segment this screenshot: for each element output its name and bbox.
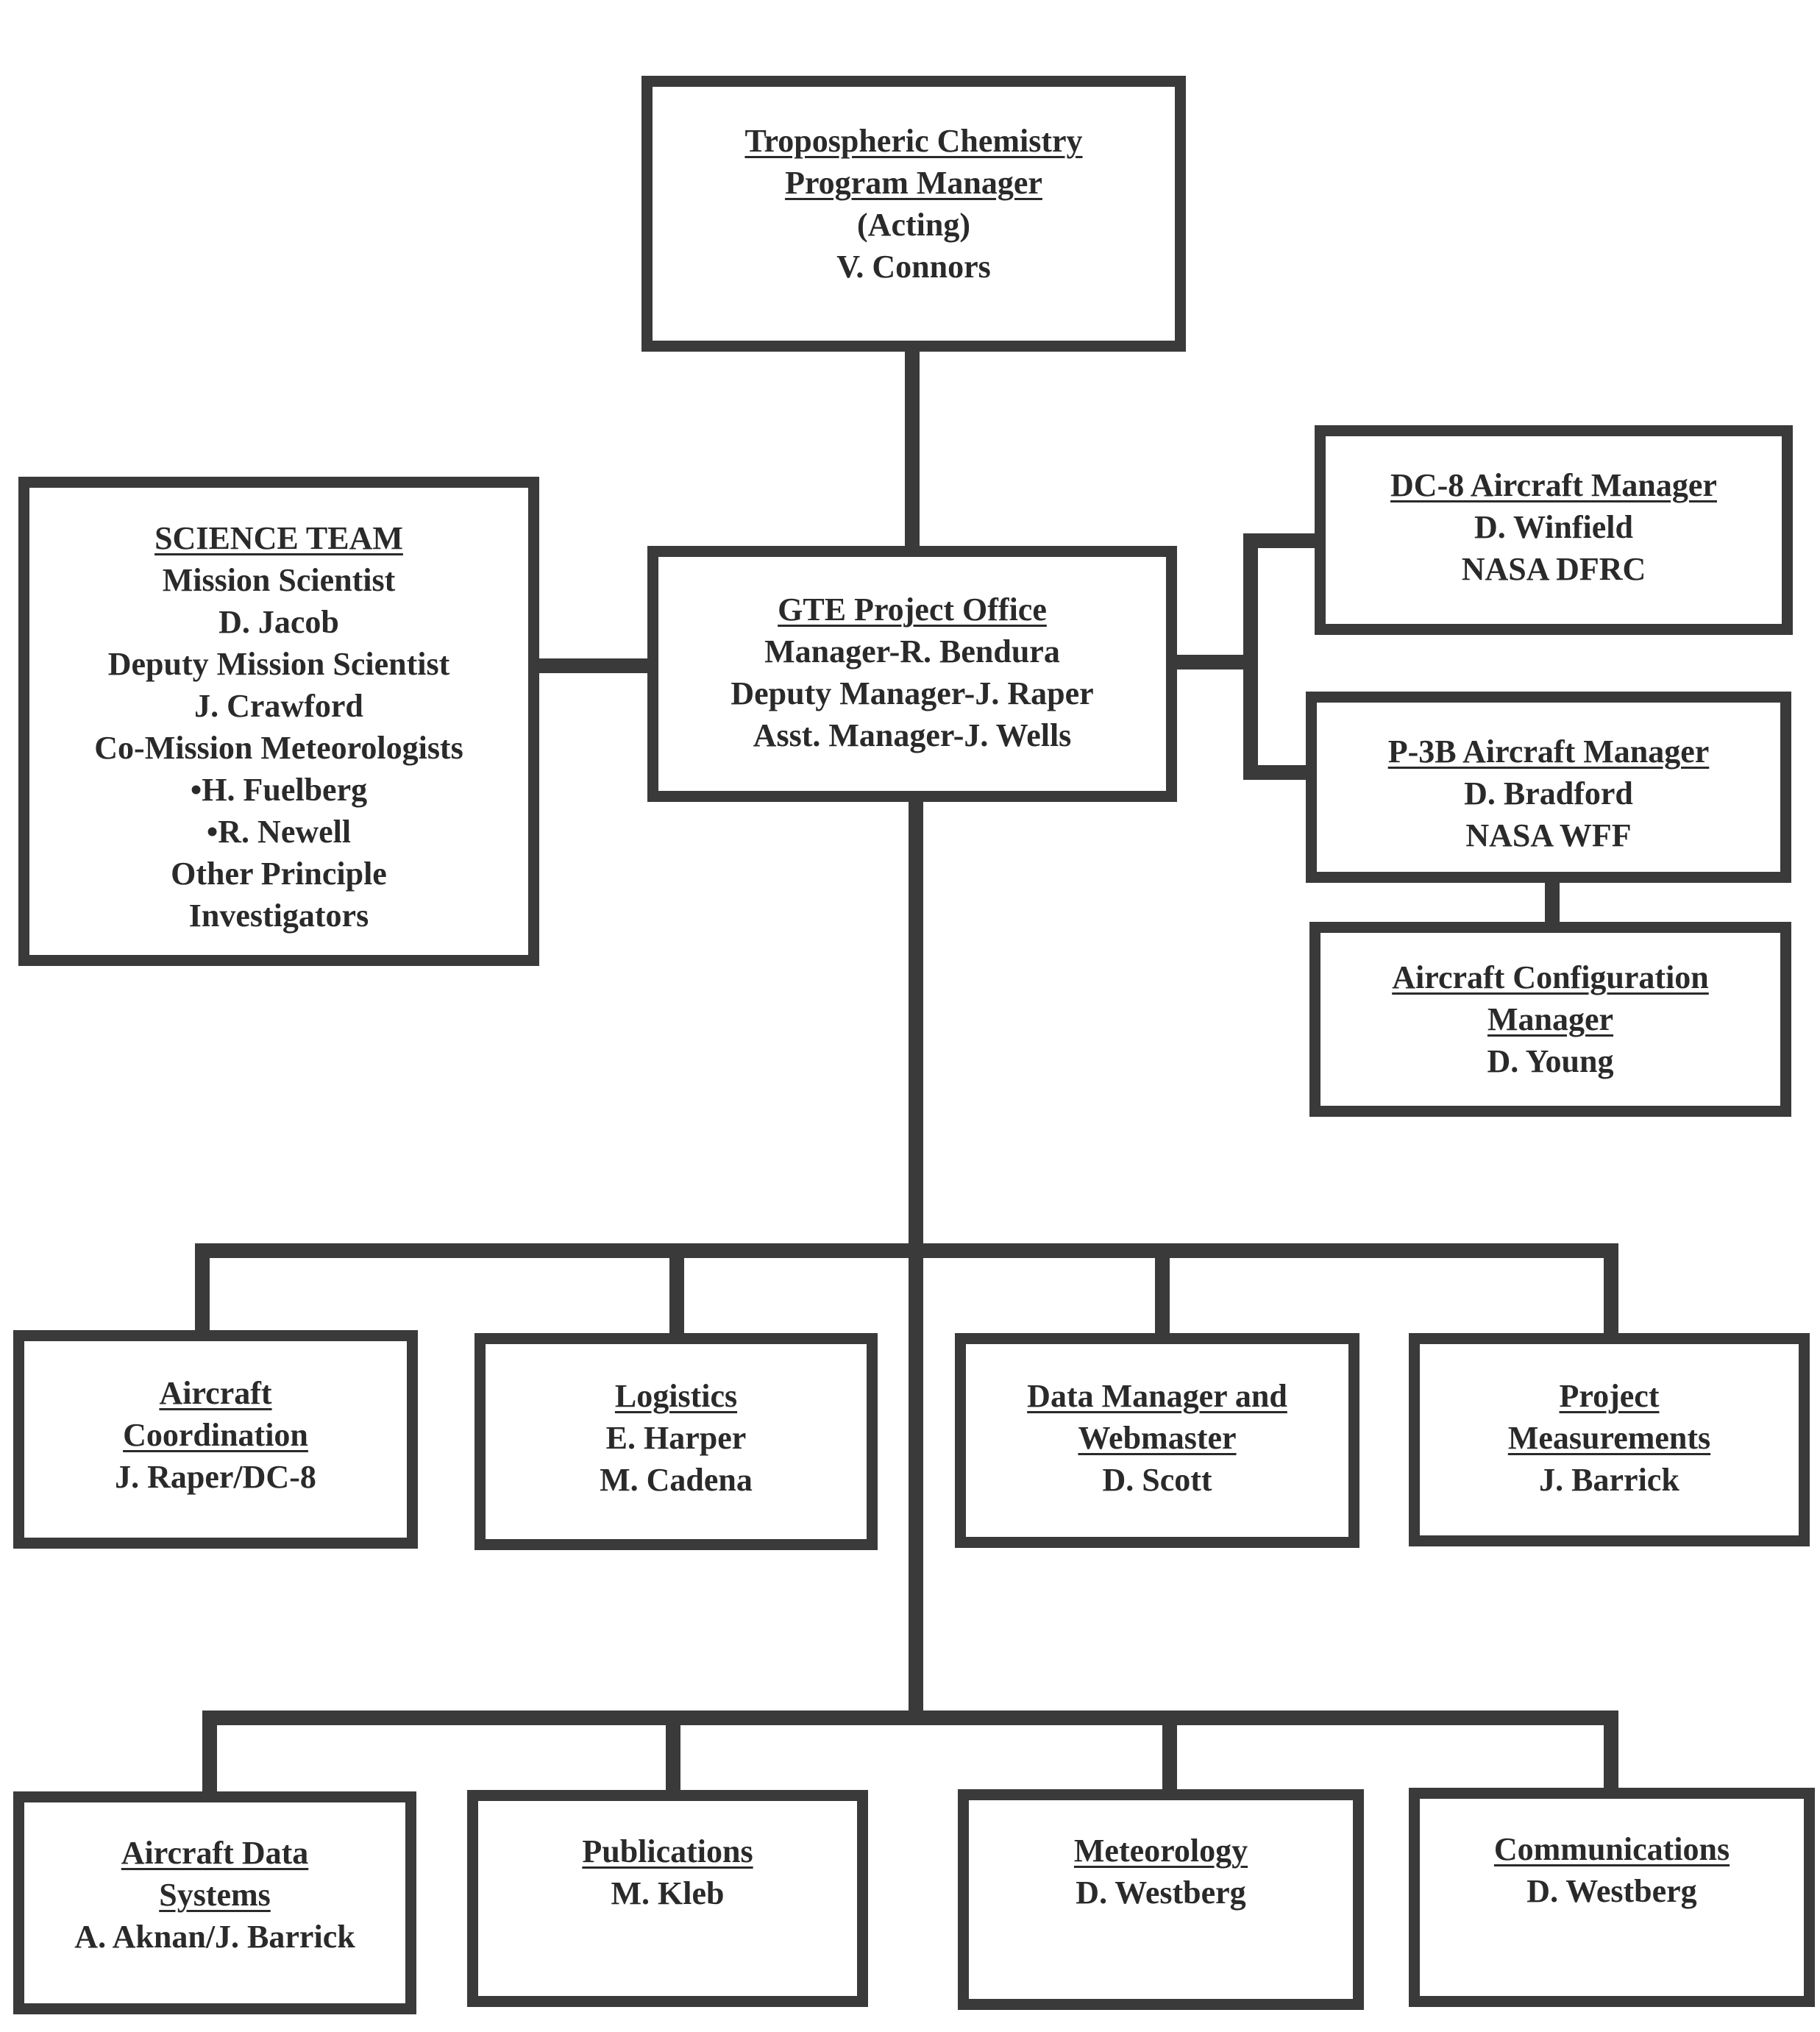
box-text: NASA WFF [1465,817,1632,853]
meteorology-box: Meteorology D. Westberg [958,1789,1364,2010]
box-title: Measurements [1507,1420,1711,1456]
program-manager-box: Tropospheric Chemistry Program Manager (… [641,76,1186,352]
box-text: Investigators [188,898,369,934]
box-text: Deputy Manager-J. Raper [731,675,1094,711]
box-text: D. Scott [1102,1462,1212,1498]
box-text: •H. Fuelberg [190,772,368,808]
box-text: D. Young [1487,1043,1614,1079]
box-text: Manager-R. Bendura [764,633,1060,669]
box-title: Communications [1493,1831,1730,1867]
box-title: Publications [582,1833,753,1869]
box-title: Manager [1487,1001,1614,1037]
box-text: NASA DFRC [1461,551,1646,587]
box-text: D. Westberg [1076,1875,1246,1911]
data-manager-box: Data Manager and Webmaster D. Scott [955,1333,1359,1548]
box-text: M. Cadena [600,1462,753,1498]
box-title: Meteorology [1073,1833,1248,1869]
box-title: Aircraft [159,1375,272,1411]
box-text: D. Winfield [1474,509,1633,545]
box-text: M. Kleb [611,1875,725,1911]
box-title: GTE Project Office [778,592,1047,628]
box-text: •R. Newell [206,814,352,850]
communications-box: Communications D. Westberg [1409,1788,1815,2007]
box-title: DC-8 Aircraft Manager [1390,467,1717,503]
box-title: Tropospheric Chemistry [744,123,1083,159]
p3b-manager-box: P-3B Aircraft Manager D. Bradford NASA W… [1306,692,1791,883]
box-title: Systems [159,1877,271,1913]
box-text: (Acting) [857,207,970,243]
box-text: Other Principle [171,856,387,892]
science-team-box: SCIENCE TEAM Mission Scientist D. Jacob … [18,477,539,966]
box-title: SCIENCE TEAM [154,520,403,556]
box-title: Webmaster [1078,1420,1237,1456]
box-title: Data Manager and [1027,1378,1287,1414]
box-title: P-3B Aircraft Manager [1387,733,1710,770]
box-text: Co-Mission Meteorologists [94,730,463,766]
box-text: A. Aknan/J. Barrick [74,1919,355,1955]
box-text: D. Jacob [218,604,339,640]
project-measurements-box: Project Measurements J. Barrick [1409,1333,1810,1546]
aircraft-data-systems-box: Aircraft Data Systems A. Aknan/J. Barric… [13,1791,416,2014]
box-title: Aircraft Configuration [1392,959,1709,995]
box-title: Aircraft Data [121,1835,309,1871]
aircraft-coordination-box: Aircraft Coordination J. Raper/DC-8 [13,1330,418,1549]
box-text: Asst. Manager-J. Wells [753,717,1072,753]
box-title: Logistics [614,1378,738,1414]
box-text: J. Raper/DC-8 [115,1459,316,1495]
box-text: J. Crawford [194,688,363,724]
box-text: Mission Scientist [162,562,396,598]
box-text: V. Connors [836,249,991,285]
box-title: Coordination [123,1417,308,1453]
box-text: D. Bradford [1464,775,1633,811]
box-text: Deputy Mission Scientist [107,646,450,682]
logistics-box: Logistics E. Harper M. Cadena [474,1333,878,1550]
dc8-manager-box: DC-8 Aircraft Manager D. Winfield NASA D… [1315,425,1793,635]
box-text: E. Harper [605,1420,747,1456]
box-text: J. Barrick [1539,1462,1679,1498]
box-text: D. Westberg [1526,1873,1697,1909]
publications-box: Publications M. Kleb [467,1790,868,2007]
project-office-box: GTE Project Office Manager-R. Bendura De… [647,546,1177,802]
box-title: Program Manager [785,165,1042,201]
box-title: Project [1559,1378,1660,1414]
config-manager-box: Aircraft Configuration Manager D. Young [1309,922,1791,1117]
